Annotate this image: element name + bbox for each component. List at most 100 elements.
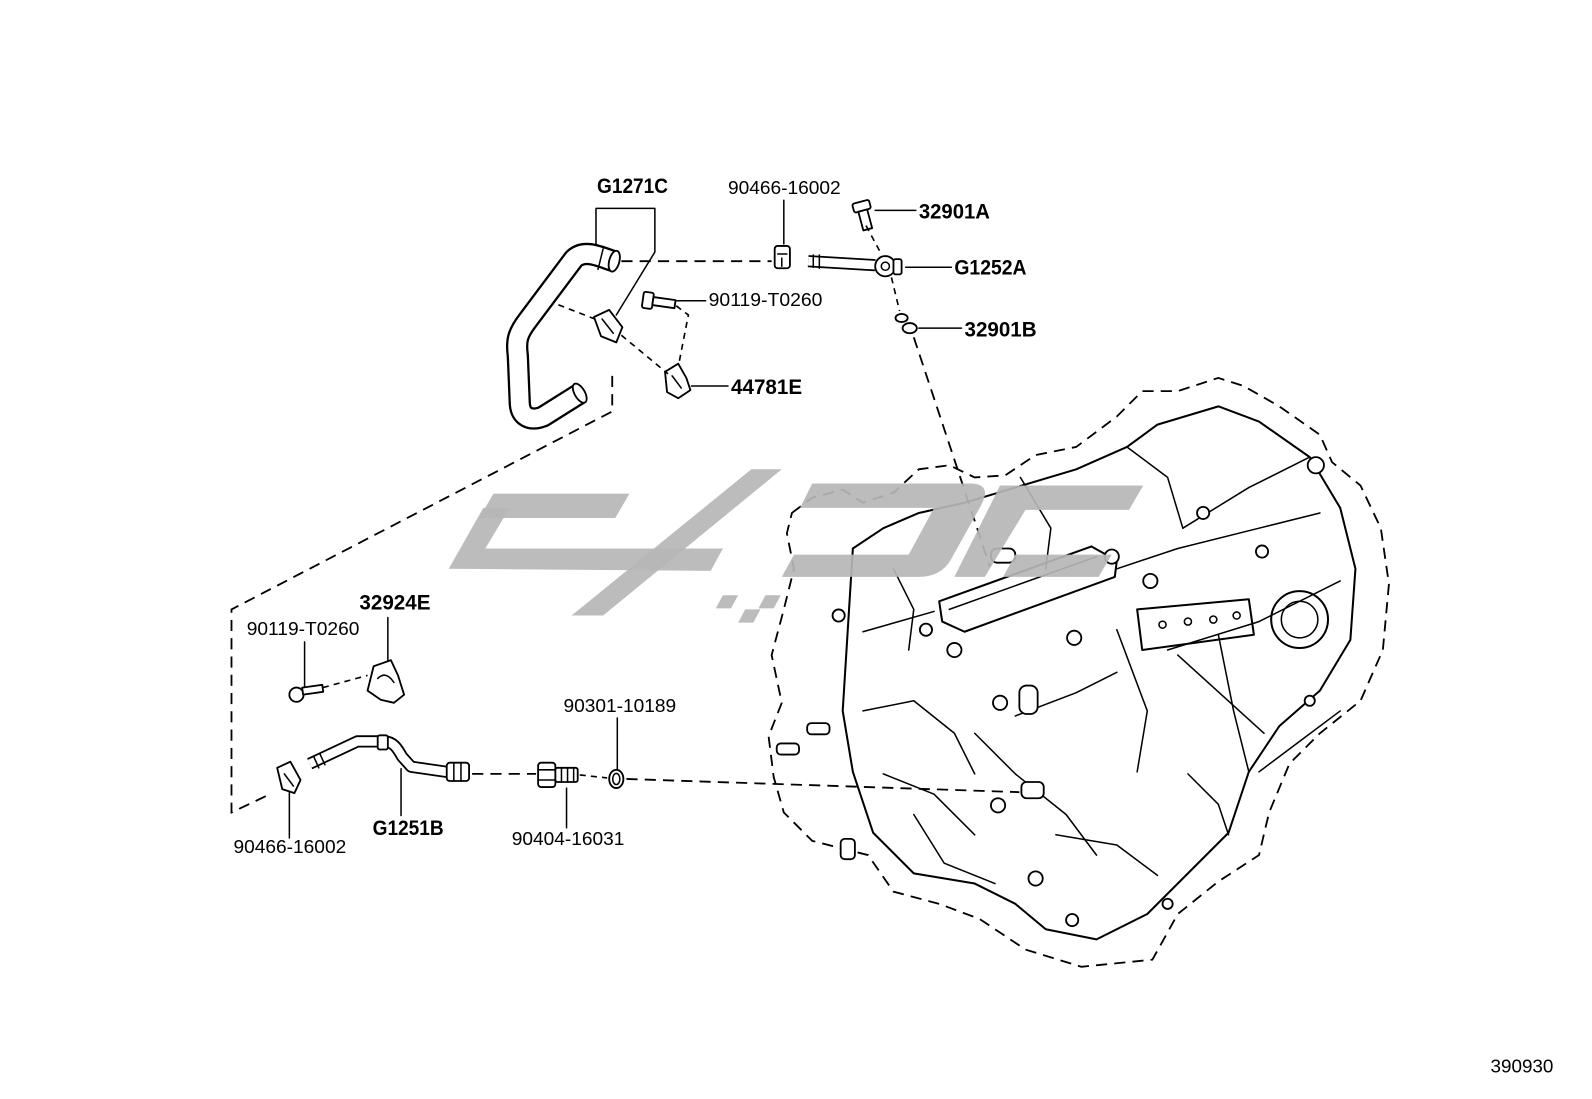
callout-upper-bolt: 90119-T0260	[709, 289, 823, 310]
upper-clip	[773, 245, 791, 270]
housing-bolt-boss	[918, 622, 933, 637]
lower-clamp-bracket	[366, 659, 406, 704]
assembly-line	[890, 277, 901, 312]
upper-assembly	[505, 199, 991, 568]
callout-lower-clamp: 32924E	[359, 590, 430, 614]
assembly-line	[912, 337, 991, 568]
upper-bolt	[641, 290, 677, 310]
watermark-logo	[448, 469, 1144, 623]
callout-upper-bracket: 44781E	[731, 375, 802, 399]
callout-upper-hose: G1271C	[597, 174, 668, 198]
lower-gasket	[608, 768, 625, 790]
housing-rib	[1116, 628, 1149, 773]
housing-plate	[1136, 598, 1255, 652]
housing-rib	[1258, 710, 1341, 773]
bell-housing-bore	[1270, 590, 1330, 649]
housing-rib	[862, 610, 935, 633]
housing-bolt-boss	[992, 694, 1009, 711]
assembly-line	[322, 674, 368, 689]
lower-bolt-head	[288, 686, 305, 703]
upper-hose-body-fill	[508, 245, 617, 428]
lower-gasket-inner	[611, 772, 621, 786]
upper-hose-end	[607, 249, 621, 273]
upper-bracket	[664, 362, 692, 400]
housing-rib	[913, 813, 996, 885]
upper-hose-band	[597, 248, 604, 271]
housing-inner-outline	[841, 405, 1357, 941]
lower-union-hex	[537, 761, 557, 788]
lower-clip-detail	[283, 773, 295, 787]
lower-pipe-clip	[376, 734, 389, 751]
assembly-line	[620, 334, 669, 375]
housing-rib	[1187, 773, 1230, 836]
union-bolt	[851, 199, 874, 232]
lower-bolt-shank	[301, 683, 325, 696]
lower-assembly	[276, 616, 1020, 839]
upper-hose-clamp-detail	[601, 318, 615, 335]
union-gasket	[901, 322, 918, 335]
housing-rib	[1166, 580, 1341, 651]
callout-lower-clip: 90466-16002	[234, 836, 347, 857]
housing-rib	[1116, 512, 1321, 570]
lower-pipe-fitting-rib	[453, 761, 462, 782]
watermark-stroke	[479, 493, 630, 519]
lower-union-hex-edge	[537, 769, 557, 781]
assembly-line	[675, 305, 690, 362]
housing-bolt-boss	[1303, 694, 1316, 707]
housing-bolt-boss	[1027, 870, 1044, 887]
callout-lower-pipe: G1251B	[373, 816, 444, 840]
watermark-stroke	[1003, 554, 1112, 577]
union-banjo-neck	[892, 258, 903, 276]
callout-union-gasket: 32901B	[965, 317, 1037, 341]
housing-rib	[1217, 634, 1250, 773]
watermark-stroke	[571, 469, 782, 616]
assembly-line	[626, 778, 1020, 794]
assembly-boundary	[230, 375, 614, 814]
union-pipe-rib	[812, 254, 821, 270]
lower-union-thread-rib	[560, 767, 575, 783]
housing-rib	[1055, 834, 1159, 877]
lower-clip	[276, 760, 302, 795]
callout-lower-union: 90404-16031	[512, 828, 625, 849]
housing-rib	[1176, 654, 1265, 735]
union-bolt-shank	[857, 208, 874, 232]
upper-clip-detail	[776, 253, 788, 267]
watermark-stroke	[954, 485, 1144, 577]
watermark-dot	[715, 595, 739, 609]
union-banjo-fitting	[874, 255, 897, 278]
callout-union-bolt: 32901A	[919, 200, 990, 224]
housing-bolt-boss	[1066, 629, 1083, 646]
housing-bolt-boss	[1161, 897, 1174, 910]
assembly-line	[579, 774, 608, 779]
watermark-dot	[738, 609, 761, 623]
housing-rib	[1126, 446, 1184, 529]
callout-labels: G1271C 90466-16002 32901A G1252A 90119-T…	[234, 174, 1554, 1076]
callout-upper-clip: 90466-16002	[728, 177, 841, 198]
watermark-stroke	[781, 483, 985, 577]
bell-housing-bore-inner	[1280, 600, 1319, 639]
plate-hole	[1183, 617, 1193, 626]
housing-stud	[1020, 781, 1045, 800]
housing-bolt-boss	[990, 797, 1007, 814]
housing-stud	[806, 722, 831, 736]
housing-bolt-boss	[946, 641, 963, 659]
union-banjo-hole	[880, 261, 891, 272]
housing-stud	[775, 742, 800, 756]
housing-bolt-boss	[1255, 544, 1270, 559]
upper-bolt-shank	[651, 296, 677, 310]
housing-rib	[862, 700, 976, 775]
lower-pipe-rib	[312, 752, 326, 769]
upper-bracket-detail	[671, 375, 683, 389]
housing-bolt-boss	[1306, 456, 1325, 475]
callout-bracket	[595, 207, 656, 316]
callout-union-pipe: G1252A	[954, 255, 1026, 279]
upper-hose	[505, 242, 621, 430]
housing-bolt-boss	[1065, 913, 1080, 928]
housing-bolt-boss	[831, 608, 846, 623]
upper-hose-end	[571, 382, 588, 404]
plate-hole	[1208, 615, 1218, 624]
housing-outer-outline	[767, 376, 1390, 968]
housing-bolt-boss	[1142, 572, 1159, 589]
lower-pipe-fitting	[445, 761, 470, 782]
assembly-line	[558, 304, 596, 320]
